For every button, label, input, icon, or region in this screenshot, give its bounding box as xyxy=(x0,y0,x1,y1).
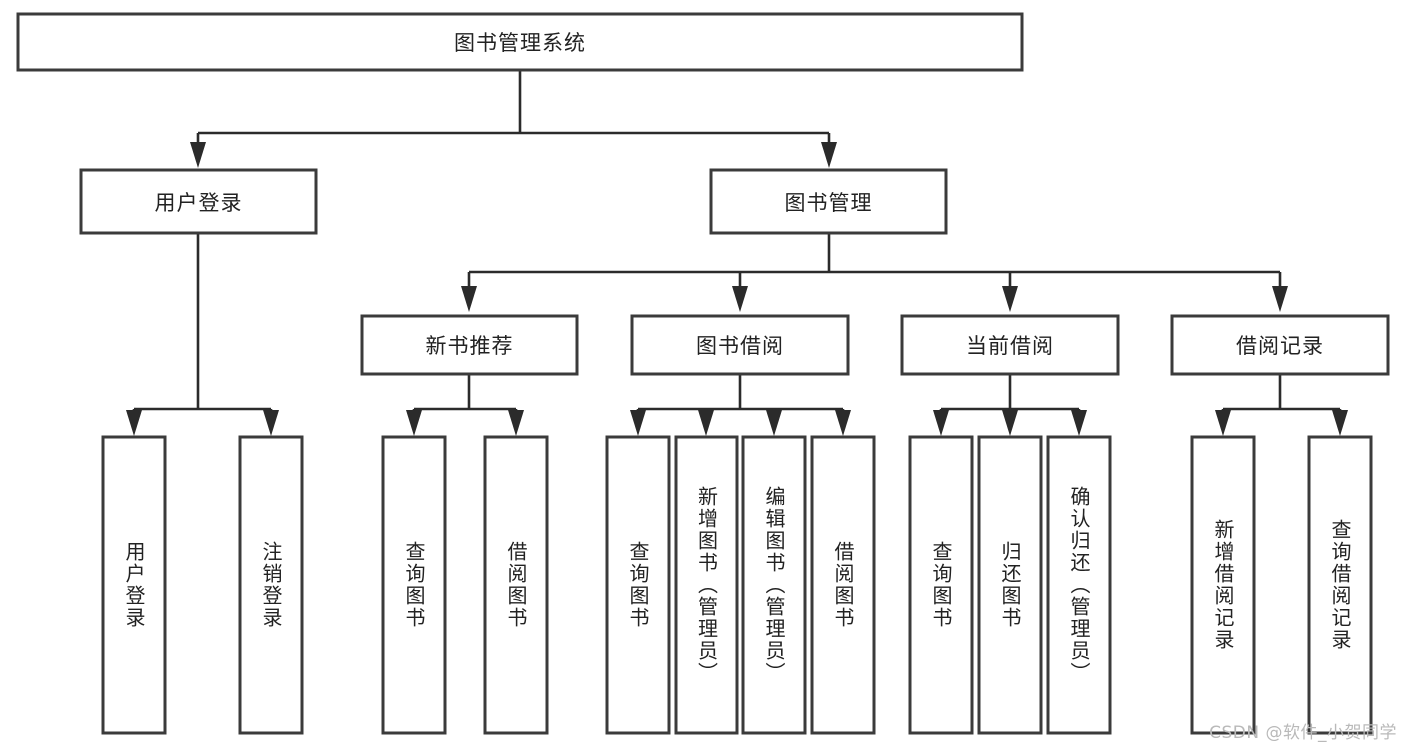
arrow-bookborrow-leaf4 xyxy=(835,410,851,436)
arrow-bookborrow-leaf2 xyxy=(698,410,714,436)
arrow-currentborrow-leaf3 xyxy=(1071,410,1087,436)
arrow-root-to-bookmgmt xyxy=(821,142,837,168)
node-box-current-borrow[interactable] xyxy=(900,314,1120,376)
arrow-currentborrow-leaf2 xyxy=(1002,410,1018,436)
node-box-leaf-current-borrow-0[interactable] xyxy=(908,435,974,735)
connector-group-userlogin xyxy=(126,233,279,436)
node-box-leaf-new-book-0[interactable] xyxy=(381,435,447,735)
connector-group-borrowrecord xyxy=(1215,374,1348,436)
arrow-bookborrow-leaf3 xyxy=(766,410,782,436)
arrow-newbook-leaf1 xyxy=(406,410,422,436)
node-box-leaf-borrow-record-0[interactable] xyxy=(1190,435,1256,735)
arrow-currentborrow-leaf1 xyxy=(933,410,949,436)
arrow-bookborrow-leaf1 xyxy=(630,410,646,436)
node-box-leaf-new-book-1[interactable] xyxy=(483,435,549,735)
arrow-userlogin-leaf1 xyxy=(126,410,142,436)
arrow-borrowrecord-leaf1 xyxy=(1215,410,1231,436)
node-box-leaf-current-borrow-2[interactable] xyxy=(1046,435,1112,735)
connector-group-root xyxy=(190,70,837,168)
arrow-borrowrecord-leaf2 xyxy=(1332,410,1348,436)
node-box-borrow-record[interactable] xyxy=(1170,314,1390,376)
arrow-bookmgmt-c2 xyxy=(732,286,748,312)
arrow-newbook-leaf2 xyxy=(508,410,524,436)
node-box-leaf-user-login-1[interactable] xyxy=(238,435,304,735)
arrow-userlogin-leaf2 xyxy=(263,410,279,436)
node-box-leaf-user-login-0[interactable] xyxy=(101,435,167,735)
node-box-book-borrow[interactable] xyxy=(630,314,850,376)
node-box-leaf-book-borrow-2[interactable] xyxy=(741,435,807,735)
arrow-bookmgmt-c4 xyxy=(1272,286,1288,312)
arrow-bookmgmt-c1 xyxy=(461,286,477,312)
node-box-root[interactable] xyxy=(16,12,1024,72)
node-box-user-login[interactable] xyxy=(79,168,318,235)
arrow-root-to-userlogin xyxy=(190,142,206,168)
connector-group-currentborrow xyxy=(933,374,1087,436)
connector-group-bookborrow xyxy=(630,374,851,436)
connector-group-bookmgmt xyxy=(461,233,1288,312)
node-box-leaf-book-borrow-3[interactable] xyxy=(810,435,876,735)
node-box-leaf-borrow-record-1[interactable] xyxy=(1307,435,1373,735)
node-box-book-management[interactable] xyxy=(709,168,948,235)
arrow-bookmgmt-c3 xyxy=(1002,286,1018,312)
node-box-leaf-book-borrow-0[interactable] xyxy=(605,435,671,735)
node-box-leaf-current-borrow-1[interactable] xyxy=(977,435,1043,735)
node-box-leaf-book-borrow-1[interactable] xyxy=(674,435,739,735)
node-box-new-book-recommend[interactable] xyxy=(360,314,579,376)
connector-group-newbook xyxy=(406,374,524,436)
